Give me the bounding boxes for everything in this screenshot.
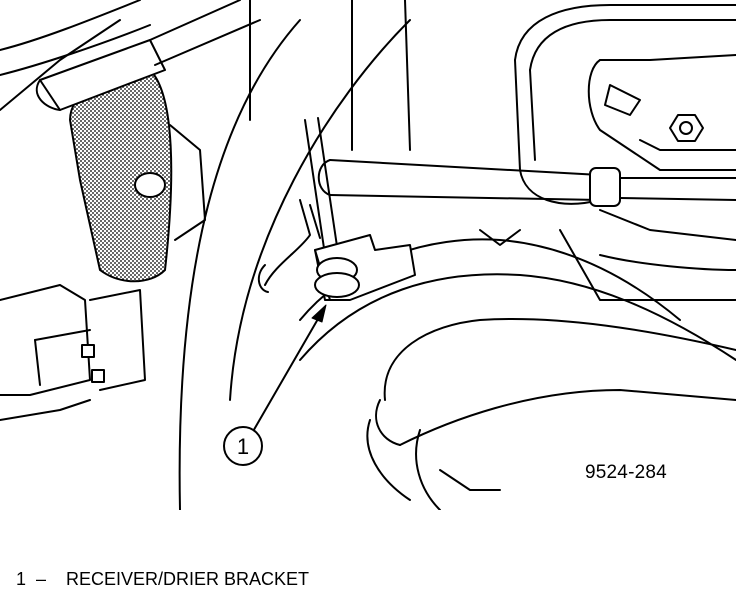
harness-wire [154, 19, 261, 66]
body-panel-line [0, 19, 121, 111]
engine-component-outline [599, 254, 736, 271]
large-hose-inner [229, 19, 411, 401]
callout-leader-line [247, 311, 323, 441]
engine-component-outline [599, 209, 736, 241]
legend-number: 1 [16, 569, 27, 589]
electrical-connector [0, 284, 146, 421]
figure-id: 9524-284 [585, 462, 667, 483]
hose-lower [299, 273, 736, 361]
legend-separator: – [36, 569, 47, 589]
small-ac-line [257, 199, 321, 293]
wiring-harness-clip [35, 39, 206, 283]
legend-item: 1–RECEIVER/DRIER BRACKET [16, 569, 309, 590]
rod [304, 119, 326, 256]
receiver-drier-bracket [314, 234, 416, 301]
engine-component-outline [559, 229, 736, 301]
harness-wire [0, 0, 141, 51]
callout-arrowhead [311, 304, 327, 323]
callout-number: 1 [237, 434, 249, 459]
harness-wire [0, 24, 151, 76]
harness-wire [149, 0, 241, 41]
callout-circle [223, 426, 263, 466]
ac-line-upper [317, 159, 736, 207]
rod [317, 117, 339, 254]
bolt-head [669, 114, 704, 142]
engine-component-outline [479, 229, 521, 246]
large-hose-outer [178, 19, 301, 510]
engine-bay-illustration: 1 [0, 0, 736, 510]
legend-text: RECEIVER/DRIER BRACKET [66, 569, 310, 589]
strut-tower [514, 4, 736, 205]
air-intake-housing [366, 318, 736, 510]
